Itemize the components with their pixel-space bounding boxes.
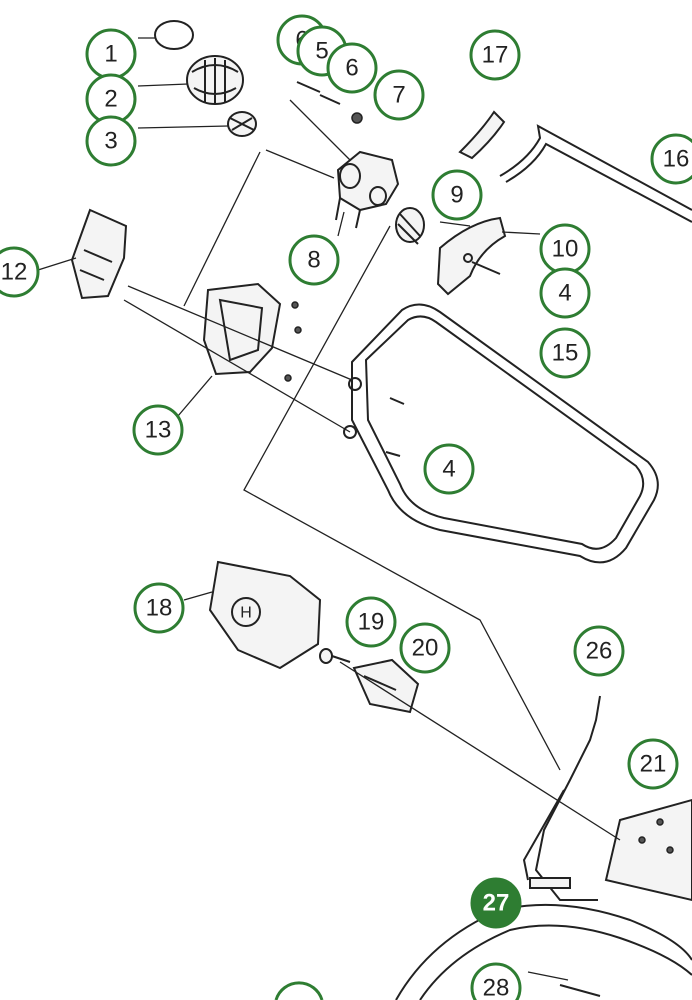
parts-art: H xyxy=(70,20,692,1000)
svg-text:5: 5 xyxy=(315,38,328,65)
part-oring xyxy=(154,20,194,50)
svg-text:17: 17 xyxy=(482,42,509,69)
callout-partial xyxy=(274,981,324,1000)
svg-text:19: 19 xyxy=(358,609,385,636)
callout-15: 15 xyxy=(539,327,591,379)
part-screws-top xyxy=(296,81,363,124)
svg-text:4: 4 xyxy=(442,456,455,483)
svg-text:26: 26 xyxy=(586,638,613,665)
callout-18: 18 xyxy=(133,582,185,634)
callout-27: 27 xyxy=(470,877,522,929)
svg-text:16: 16 xyxy=(663,146,690,173)
svg-text:13: 13 xyxy=(145,417,172,444)
svg-text:10: 10 xyxy=(552,236,579,263)
callouts: 1 2 3 6 5 6 7 17 xyxy=(0,14,692,1000)
svg-text:20: 20 xyxy=(412,635,439,662)
part-spring xyxy=(395,207,425,245)
svg-text:12: 12 xyxy=(1,259,28,286)
svg-text:18: 18 xyxy=(146,595,173,622)
part-trigger-cover: H xyxy=(208,560,322,670)
callout-13: 13 xyxy=(132,404,184,456)
part-nut xyxy=(227,111,257,137)
part-lever xyxy=(458,110,506,160)
logo-text: H xyxy=(240,605,252,622)
svg-text:2: 2 xyxy=(104,86,117,113)
part-left-housing xyxy=(70,208,128,300)
svg-text:6: 6 xyxy=(345,55,358,82)
svg-text:8: 8 xyxy=(307,247,320,274)
part-cable xyxy=(522,695,601,901)
part-knob xyxy=(186,55,244,105)
svg-text:15: 15 xyxy=(552,340,579,367)
part-lower-handle xyxy=(395,903,692,1000)
part-shaft xyxy=(604,798,692,902)
part-bail-rod xyxy=(499,124,692,211)
callout-6: 6 xyxy=(326,42,378,94)
callout-10: 10 xyxy=(539,223,591,275)
callout-leaders xyxy=(37,37,569,981)
callout-7: 7 xyxy=(373,69,425,121)
part-loop-handle xyxy=(343,303,659,564)
svg-text:3: 3 xyxy=(104,128,117,155)
callout-4-top: 4 xyxy=(539,267,591,319)
callout-21: 21 xyxy=(627,738,679,790)
part-bolt xyxy=(319,648,351,664)
svg-text:28: 28 xyxy=(483,975,510,1000)
callout-8: 8 xyxy=(288,234,340,286)
svg-text:1: 1 xyxy=(104,41,117,68)
callout-4-mid: 4 xyxy=(423,443,475,495)
svg-text:7: 7 xyxy=(392,82,405,109)
callout-12: 12 xyxy=(0,246,40,298)
svg-text:27: 27 xyxy=(483,890,510,917)
callout-17: 17 xyxy=(469,29,521,81)
callout-3: 3 xyxy=(85,115,137,167)
callout-19: 19 xyxy=(345,596,397,648)
callout-16: 16 xyxy=(650,133,692,185)
svg-text:4: 4 xyxy=(558,280,571,307)
part-clamp xyxy=(352,658,420,714)
part-bracket xyxy=(335,150,400,229)
part-right-housing xyxy=(202,282,302,382)
svg-text:21: 21 xyxy=(640,751,667,778)
callout-1: 1 xyxy=(85,28,137,80)
part-cover xyxy=(436,216,507,296)
callout-20: 20 xyxy=(399,622,451,674)
svg-text:9: 9 xyxy=(450,182,463,209)
callout-28: 28 xyxy=(470,962,522,1000)
callout-26: 26 xyxy=(573,625,625,677)
callout-9: 9 xyxy=(431,169,483,221)
